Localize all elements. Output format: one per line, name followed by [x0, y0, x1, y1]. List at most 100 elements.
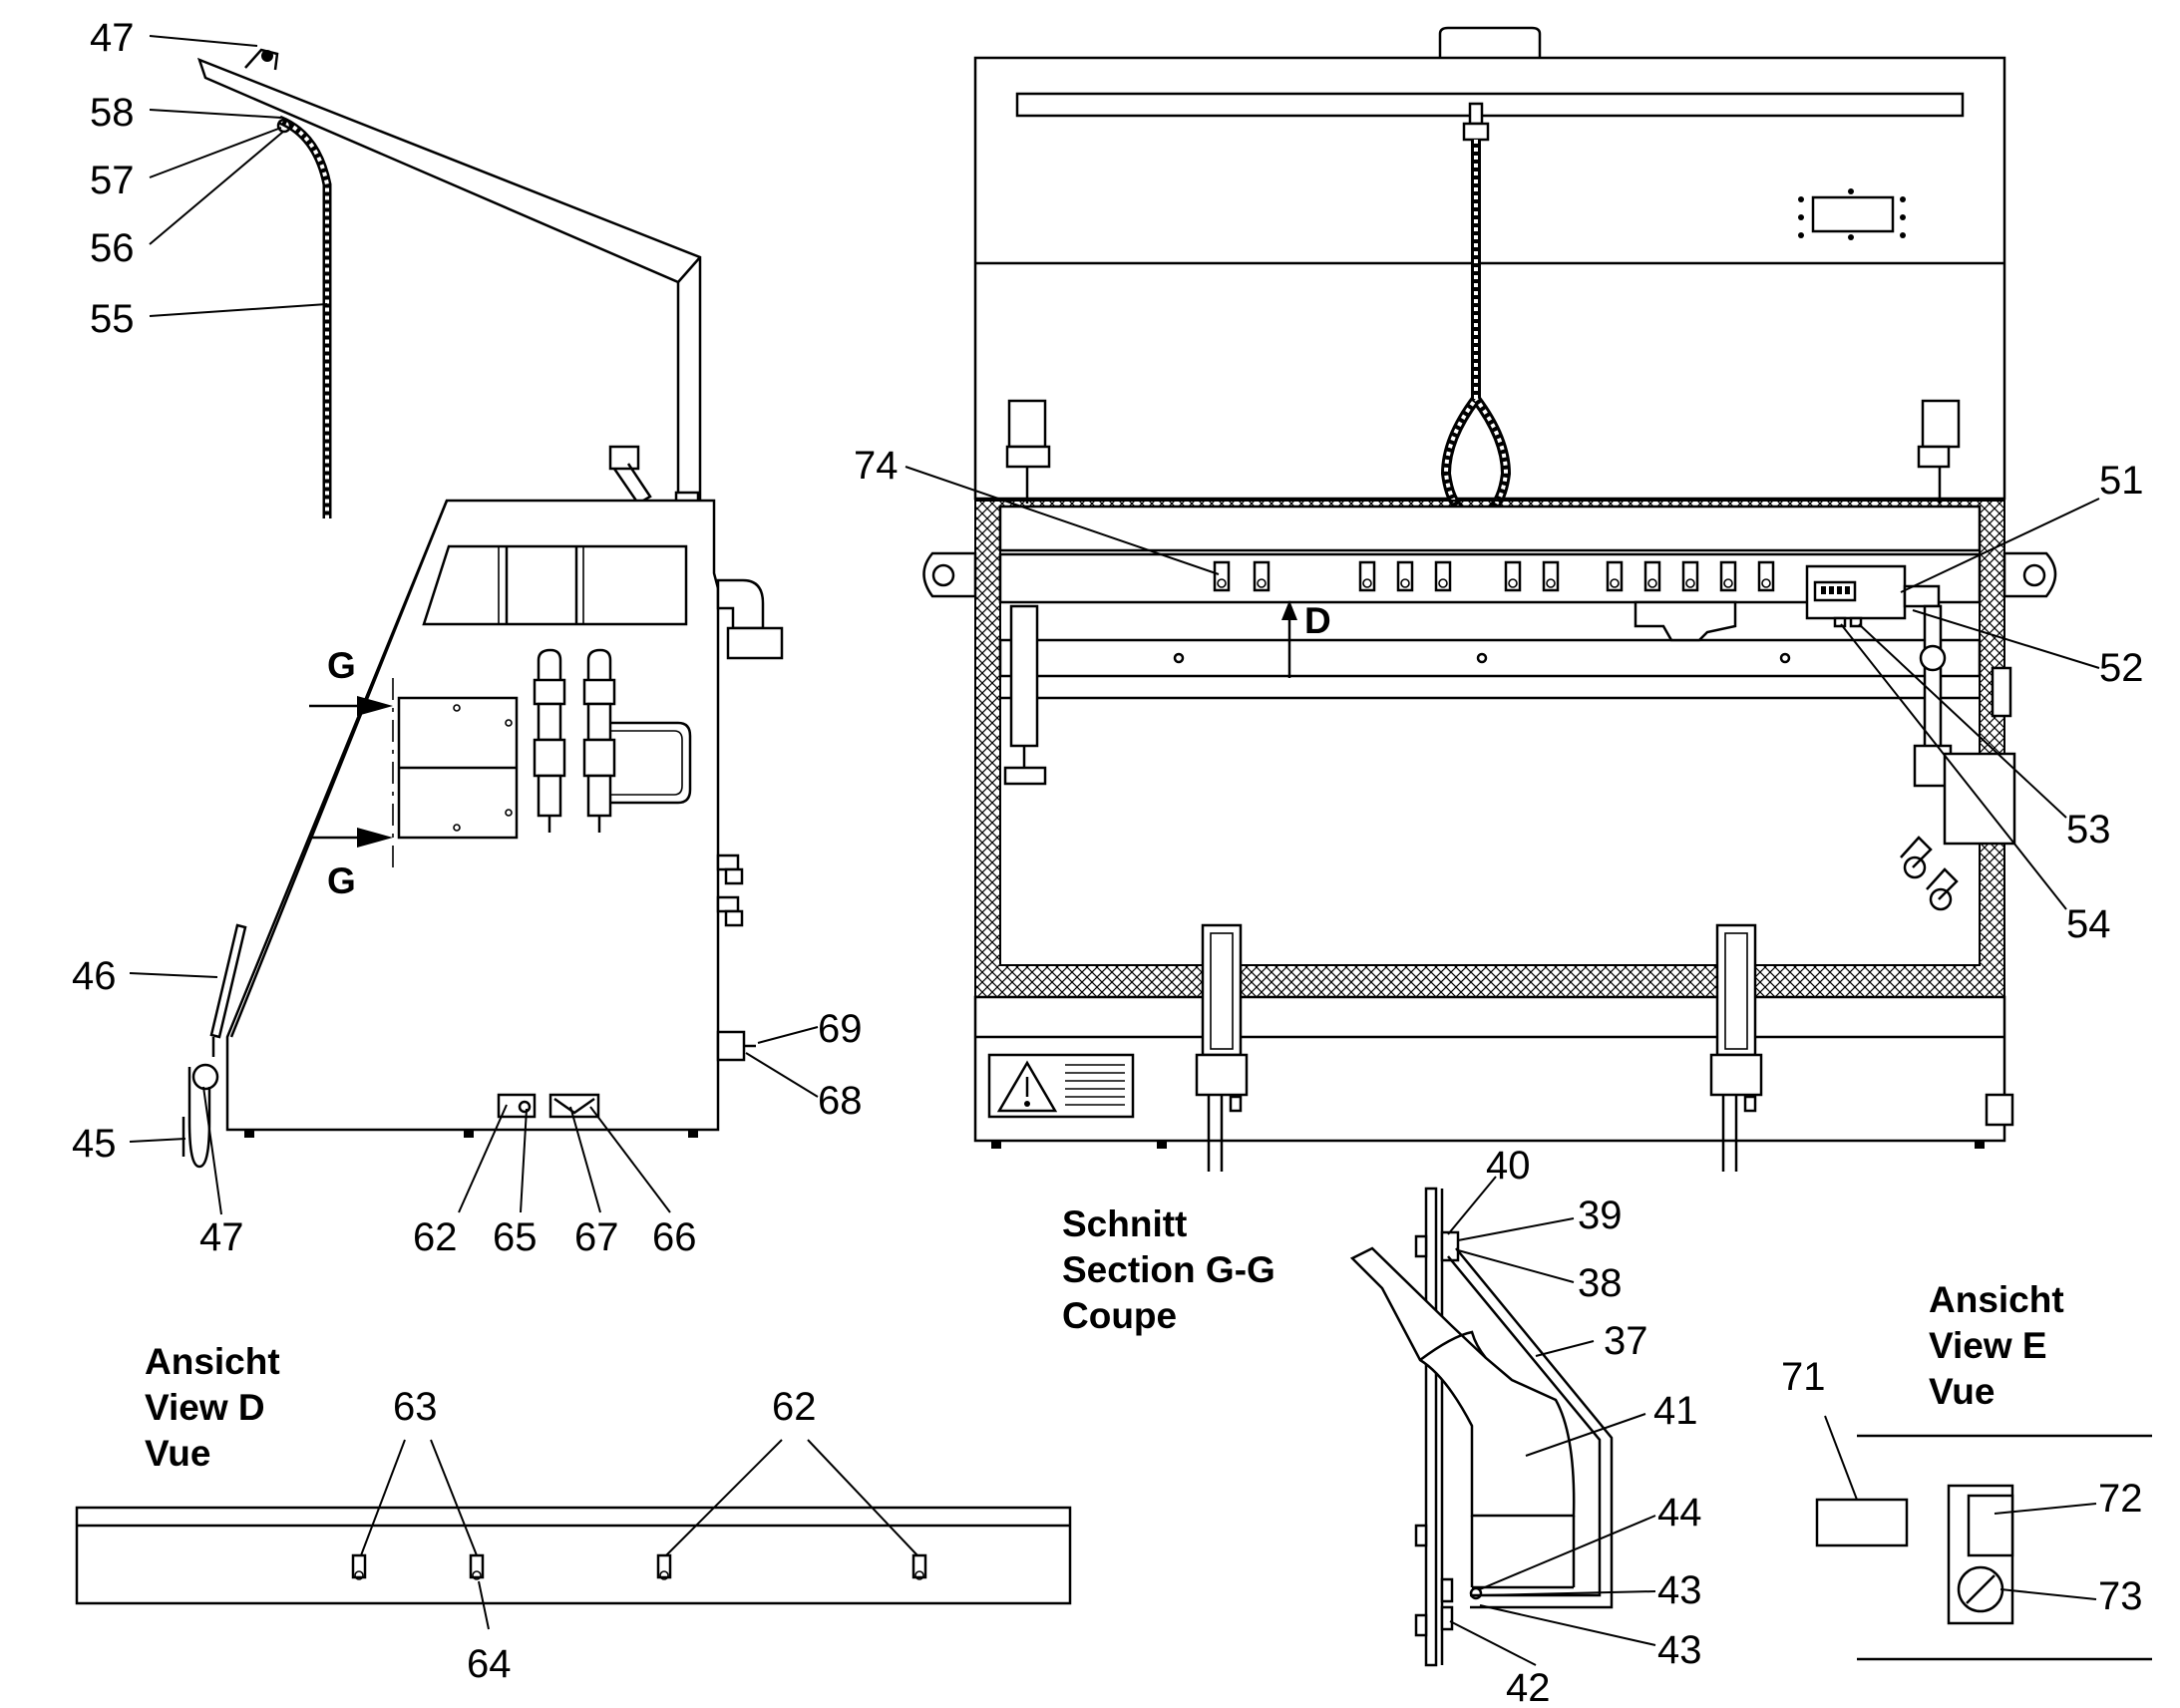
callout-54: 54 — [2066, 902, 2111, 946]
callout-71: 71 — [1781, 1355, 1826, 1399]
callout-65: 65 — [493, 1215, 538, 1259]
callout-52: 52 — [2099, 646, 2144, 690]
view-e-leaders — [1824, 1415, 2097, 1600]
bottom-connector — [548, 1093, 600, 1119]
callout-73: 73 — [2098, 1574, 2143, 1618]
view-d-caption-line3: Vue — [145, 1433, 210, 1474]
view-d-caption-line1: Ansicht — [145, 1341, 280, 1382]
section-gg: Schnitt Section G-G Coupe — [1062, 1187, 1614, 1667]
callout-58: 58 — [90, 91, 135, 135]
view-d-switches — [351, 1553, 927, 1580]
lid-rail — [1015, 92, 1965, 118]
callout-64: 64 — [467, 1642, 512, 1686]
side-view-leaders — [129, 35, 819, 1215]
lifting-nut — [726, 626, 784, 660]
front-latch-right — [1709, 923, 1763, 1172]
side-view — [182, 48, 784, 1169]
side-view-callouts: 47 58 57 56 55 46 45 47 62 65 67 66 68 6… — [72, 16, 863, 1259]
section-arrow-icon — [357, 696, 393, 716]
front-latch-left — [1195, 923, 1249, 1172]
switch-row — [1213, 560, 1775, 592]
view-d-callouts: 63 62 64 — [393, 1385, 817, 1686]
callout-74: 74 — [854, 444, 899, 488]
callout-38: 38 — [1578, 1261, 1623, 1305]
strap-outline — [277, 115, 332, 518]
view-e-indicator — [1967, 1494, 2014, 1557]
view-e-caption-line1: Ansicht — [1929, 1279, 2064, 1320]
section-caption-line3: Coupe — [1062, 1295, 1177, 1336]
section-mark-g-top: G — [327, 645, 356, 686]
lifting-lug-right — [2002, 551, 2057, 598]
front-lid — [973, 56, 2006, 501]
callout-55: 55 — [90, 297, 135, 341]
section-gg-leaders — [1447, 1176, 1656, 1666]
callout-62: 62 — [413, 1215, 458, 1259]
lid-arm — [196, 57, 702, 501]
top-beam — [998, 505, 1982, 552]
front-view-callouts: 74 51 52 53 54 — [854, 444, 2144, 946]
lid-knob — [244, 48, 279, 71]
view-e-label — [1815, 1498, 1909, 1547]
front-handle — [209, 923, 247, 1039]
outlet-fitting — [716, 1030, 746, 1062]
callout-66: 66 — [652, 1215, 697, 1259]
view-e: Ansicht View E Vue — [1815, 1279, 2152, 1661]
callout-43-lower: 43 — [1657, 1628, 1702, 1672]
callout-45: 45 — [72, 1122, 117, 1166]
callout-62-view-d: 62 — [772, 1385, 817, 1429]
callout-63: 63 — [393, 1385, 438, 1429]
view-d: Ansicht View D Vue — [75, 1341, 1072, 1605]
callout-40: 40 — [1486, 1144, 1531, 1188]
view-d-caption-line2: View D — [145, 1387, 265, 1428]
view-d-rail — [75, 1506, 1072, 1605]
label-plate — [1811, 195, 1895, 233]
lid-latch-right — [1921, 399, 1961, 449]
view-e-caption-line2: View E — [1929, 1325, 2047, 1366]
callout-51: 51 — [2099, 459, 2144, 503]
side-fitting — [1991, 666, 2012, 718]
section-mark-g-bottom: G — [327, 860, 356, 901]
lifting-lug-left — [922, 551, 977, 598]
callout-67: 67 — [574, 1215, 619, 1259]
callout-68: 68 — [818, 1079, 863, 1123]
front-view: D — [922, 26, 2057, 1172]
warning-triangle-icon — [996, 1060, 1058, 1113]
callout-44: 44 — [1657, 1491, 1702, 1535]
side-window — [422, 544, 688, 626]
view-e-callouts: 71 72 73 — [1781, 1355, 2143, 1618]
lower-body — [973, 995, 2006, 1143]
inlet-tube — [1349, 1246, 1576, 1518]
handle-pivot — [191, 1063, 219, 1091]
callout-57: 57 — [90, 159, 135, 202]
callout-39: 39 — [1578, 1194, 1623, 1237]
section-gg-callouts: 40 39 38 37 41 44 43 43 42 — [1486, 1144, 1702, 1708]
callout-72: 72 — [2098, 1477, 2143, 1521]
hinge-bracket — [608, 445, 640, 471]
callout-56: 56 — [90, 226, 135, 270]
callout-41: 41 — [1653, 1389, 1698, 1433]
section-caption-line2: Section G-G — [1062, 1249, 1275, 1290]
lifting-eye — [716, 578, 765, 630]
front-view-leaders — [905, 466, 2100, 910]
section-caption-line1: Schnitt — [1062, 1203, 1187, 1244]
side-handle — [610, 721, 692, 805]
valve-block — [1634, 600, 1737, 642]
callout-43: 43 — [1657, 1568, 1702, 1612]
view-e-caption-line3: Vue — [1929, 1371, 1995, 1412]
callout-47-lower: 47 — [199, 1215, 244, 1259]
callout-37: 37 — [1604, 1319, 1648, 1363]
callout-69: 69 — [818, 1007, 863, 1051]
view-arrow-icon — [1281, 600, 1297, 620]
lid-latch-left — [1007, 399, 1047, 449]
mounting-plate — [1424, 1187, 1438, 1667]
callout-53: 53 — [2066, 808, 2111, 852]
callout-47: 47 — [90, 16, 135, 60]
lid-handle — [1438, 26, 1542, 58]
middle-rail — [998, 638, 1982, 678]
callout-42: 42 — [1506, 1666, 1551, 1708]
strap — [278, 118, 329, 518]
gas-spring-left — [1009, 604, 1039, 748]
gas-fittings — [533, 648, 616, 833]
view-d-leaders — [360, 1439, 918, 1630]
